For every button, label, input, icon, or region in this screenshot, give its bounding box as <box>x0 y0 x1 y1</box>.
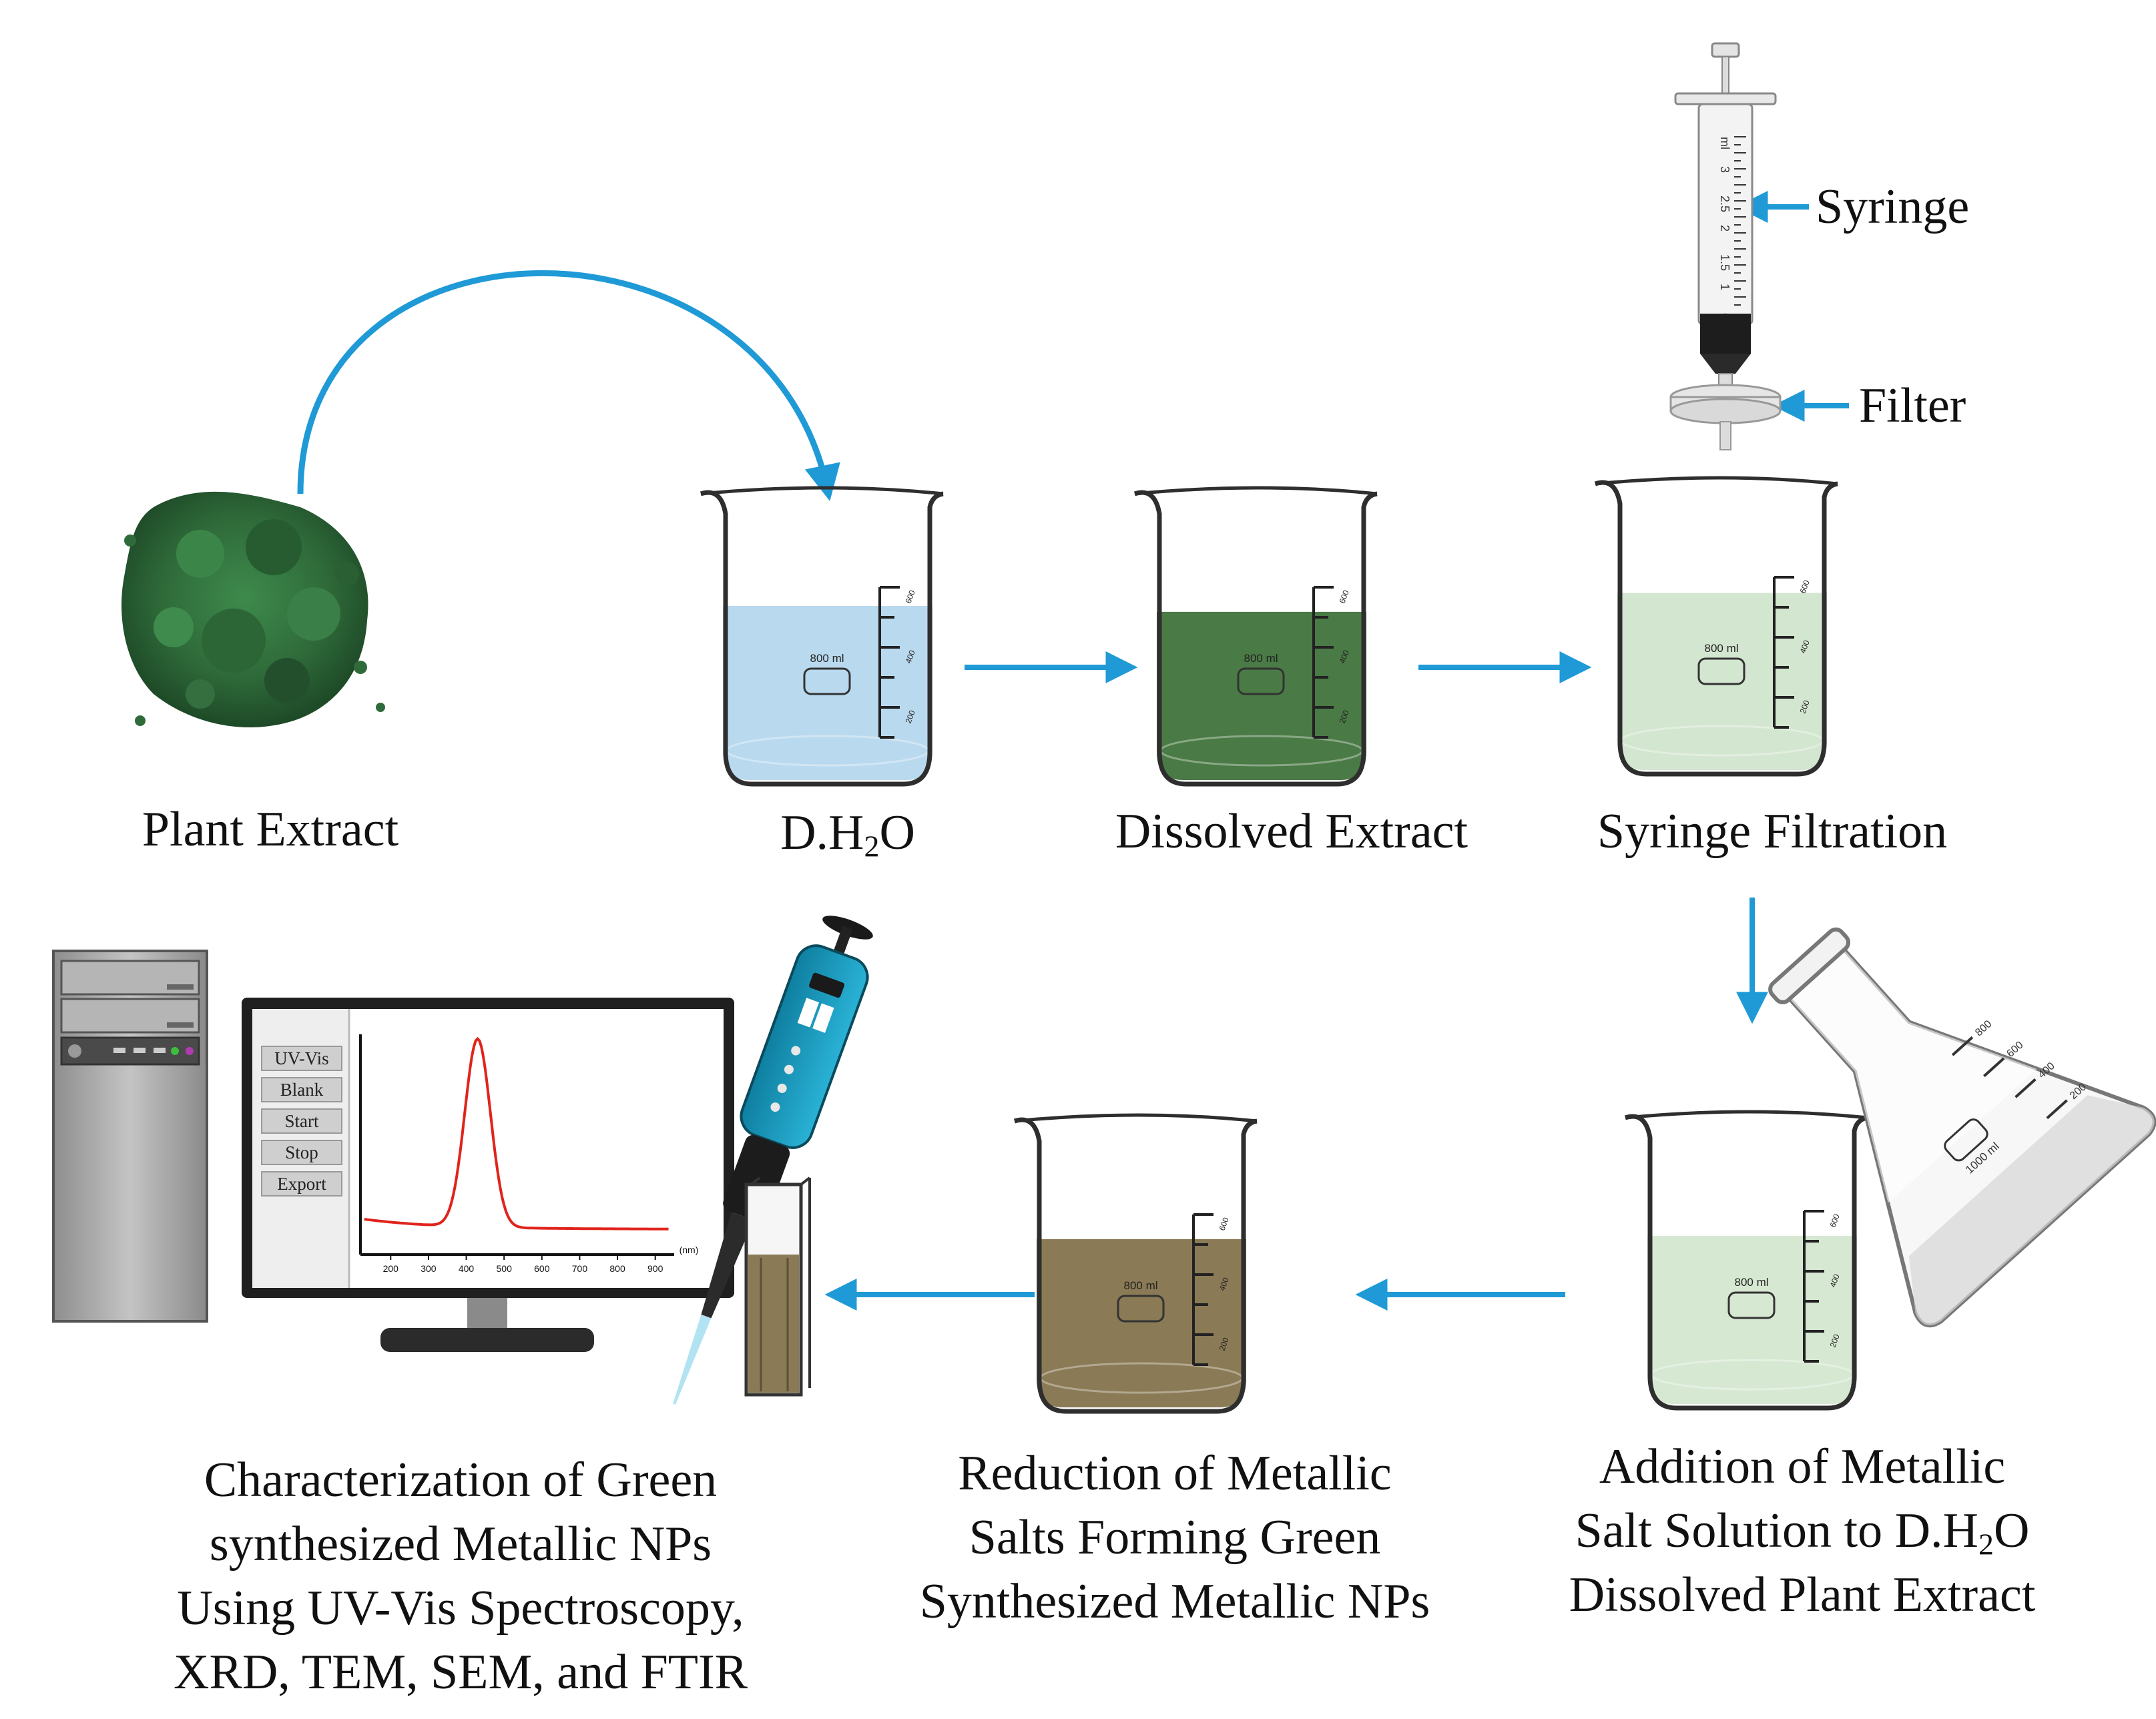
label-addition-line2-suffix: O <box>1993 1503 2030 1558</box>
spectrum-x-tick-label: 500 <box>497 1263 513 1274</box>
beaker-scale-label: 200 <box>904 709 917 725</box>
label-reduction-line3: Synthesized Metallic NPs <box>919 1574 1430 1629</box>
plant-powder-icon <box>121 491 385 728</box>
label-addition-line2: Salt Solution to D.H2O <box>1569 1499 2036 1563</box>
beaker-filtered-icon: 800 ml 600 400 200 <box>1594 476 1838 777</box>
spectrum-x-tick-label: 900 <box>647 1263 663 1274</box>
spectrum-x-unit: (nm) <box>680 1245 699 1255</box>
beaker-scale-label: 400 <box>1798 639 1812 655</box>
label-addition-line1: Addition of Metallic <box>1599 1439 2006 1494</box>
syringe-scale-label: 1 <box>1718 284 1731 290</box>
software-button-label: Blank <box>280 1080 324 1100</box>
beaker-volume-label: 800 ml <box>1244 652 1278 665</box>
beaker-scale-label: 600 <box>1798 579 1812 595</box>
beaker-scale-label: 200 <box>1218 1336 1231 1352</box>
beaker-volume-label: 800 ml <box>1704 642 1738 655</box>
syringe-scale-label: ml <box>1718 137 1731 149</box>
beaker-salt-icon: 800 ml 600 400 200 <box>1624 1110 1868 1411</box>
beaker-scale-label: 200 <box>1798 699 1812 715</box>
beaker-scale-label: 200 <box>1338 709 1351 725</box>
label-addition-line2-prefix: Salt Solution to D.H <box>1575 1503 1978 1558</box>
software-button-label: Start <box>285 1111 319 1131</box>
label-char-line3: Using UV-Vis Spectroscopy, <box>177 1581 744 1636</box>
label-reduction-line1: Reduction of Metallic <box>958 1446 1392 1501</box>
beaker-scale-label: 600 <box>904 589 917 605</box>
beaker-volume-label: 800 ml <box>1123 1279 1157 1292</box>
software-button-blank[interactable]: Blank <box>261 1077 342 1102</box>
label-reduction: Reduction of Metallic Salts Forming Gree… <box>920 1441 1430 1634</box>
label-syringe-filtration: Syringe Filtration <box>1597 804 1948 859</box>
computer-tower-icon <box>52 950 208 1323</box>
beaker-scale-label: 400 <box>904 649 917 665</box>
beaker-scale-label: 600 <box>1338 589 1351 605</box>
beaker-scale-label: 600 <box>1218 1216 1231 1232</box>
label-dh2o: D.H2O <box>780 801 915 865</box>
label-characterization: Characterization of Green synthesized Me… <box>174 1448 748 1704</box>
cuvette-icon <box>744 1176 811 1397</box>
flask-scale-label: 800 <box>1973 1018 1994 1039</box>
beaker-scale-label: 400 <box>1338 649 1351 665</box>
spectrum-x-tick-label: 300 <box>421 1263 437 1274</box>
syringe-scale-label: 3 <box>1718 166 1731 173</box>
label-char-line1: Characterization of Green <box>204 1453 718 1507</box>
beaker-reduced-icon: 800 ml 600 400 200 <box>1013 1113 1258 1414</box>
software-button-export[interactable]: Export <box>261 1171 342 1196</box>
syringe-scale-label: 2 <box>1718 225 1731 232</box>
software-button-uv-vis[interactable]: UV-Vis <box>261 1046 342 1071</box>
label-addition: Addition of Metallic Salt Solution to D.… <box>1569 1435 2036 1627</box>
spectrum-x-tick-label: 600 <box>534 1263 550 1274</box>
beaker-dissolved-icon: 800 ml 600 400 200 <box>1133 486 1378 787</box>
label-dissolved-extract: Dissolved Extract <box>1115 804 1468 859</box>
spectrum-x-tick-label: 700 <box>572 1263 588 1274</box>
spectrum-x-tick-label: 800 <box>609 1263 625 1274</box>
beaker-scale-label: 600 <box>1828 1213 1842 1229</box>
beaker-volume-label: 800 ml <box>810 652 844 665</box>
transfer-arc-arrow <box>297 270 840 501</box>
software-button-label: Stop <box>285 1142 318 1162</box>
software-button-label: UV-Vis <box>274 1048 328 1068</box>
label-filter: Filter <box>1859 378 1966 433</box>
label-char-line2: synthesized Metallic NPs <box>209 1517 712 1572</box>
label-reduction-line2: Salts Forming Green <box>969 1510 1381 1565</box>
software-button-stop[interactable]: Stop <box>261 1140 342 1165</box>
label-plant-extract: Plant Extract <box>142 802 399 857</box>
spectrum-x-tick-label: 200 <box>383 1263 399 1274</box>
label-dh2o-prefix: D.H <box>780 805 864 860</box>
beaker-scale-label: 400 <box>1218 1276 1231 1292</box>
syringe-scale-label: 1.5 <box>1718 254 1731 271</box>
spectrum-x-tick-label: 400 <box>459 1263 475 1274</box>
micropipette-icon <box>673 916 873 1405</box>
beaker-volume-label: 800 ml <box>1734 1276 1768 1289</box>
label-addition-line2-sub: 2 <box>1978 1527 1994 1562</box>
label-addition-line3: Dissolved Plant Extract <box>1569 1568 2036 1622</box>
spectrum-curve <box>364 1036 669 1231</box>
beaker-scale-label: 400 <box>1828 1273 1842 1289</box>
label-char-line4: XRD, TEM, SEM, and FTIR <box>174 1645 748 1700</box>
software-button-label: Export <box>277 1174 326 1194</box>
syringe-scale-label: 2.5 <box>1718 196 1731 212</box>
uv-vis-spectrum-plot: 200 300 400 500 600 700 800 900 (nm) <box>359 1034 699 1274</box>
label-syringe: Syringe <box>1816 180 1970 234</box>
beaker-scale-label: 200 <box>1828 1333 1842 1349</box>
label-dh2o-sub: 2 <box>864 829 880 864</box>
beaker-water-icon: 800 ml 600 400 200 <box>700 486 944 787</box>
software-button-start[interactable]: Start <box>261 1108 342 1134</box>
label-dh2o-suffix: O <box>879 805 915 860</box>
